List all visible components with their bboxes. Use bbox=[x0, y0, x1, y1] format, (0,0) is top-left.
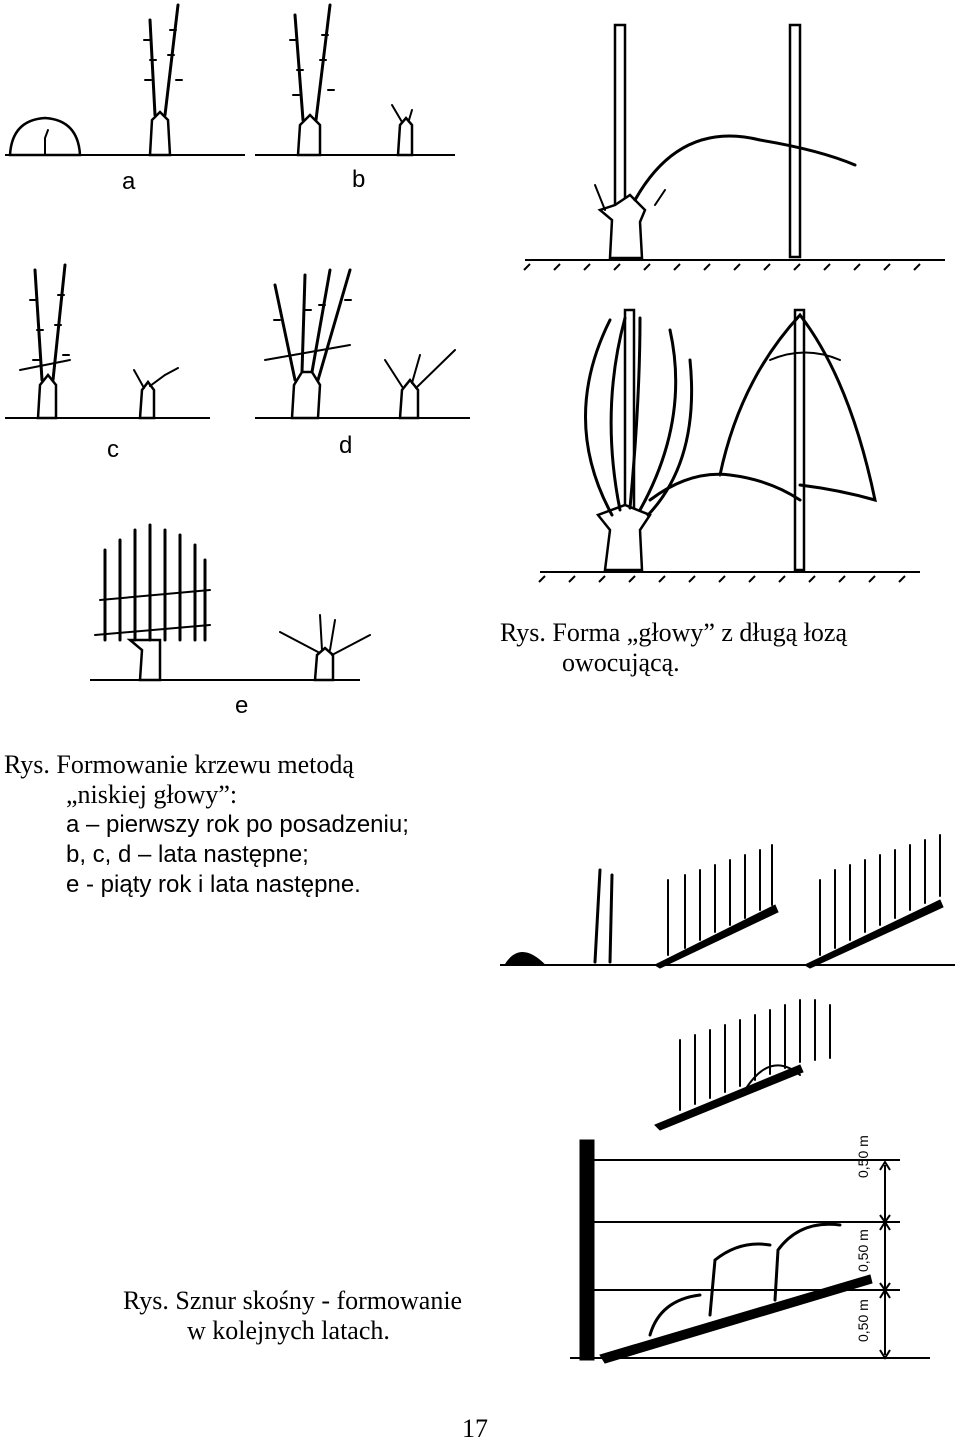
wire-spacing-label-top: 0,50 m bbox=[855, 1135, 871, 1178]
cordon-trellis-drawing bbox=[570, 1139, 930, 1364]
wire-spacing-label-bottom: 0,50 m bbox=[855, 1299, 871, 1342]
page-number: 17 bbox=[462, 1414, 488, 1443]
figure-letter-b: b bbox=[352, 166, 366, 193]
caption-head-form-line1: Rys. Forma „głowy” z długą łozą bbox=[500, 618, 847, 647]
head-form-bottom-drawing bbox=[538, 308, 920, 583]
caption-low-head-line3: a – pierwszy rok po posadzeniu; bbox=[66, 811, 409, 838]
caption-low-head-line2: „niskiej głowy”: bbox=[66, 780, 238, 809]
head-form-top-drawing bbox=[523, 23, 945, 271]
figure-e-drawing bbox=[90, 523, 371, 682]
caption-low-head: Rys. Formowanie krzewu metodą „niskiej g… bbox=[4, 750, 409, 900]
figure-b-drawing bbox=[255, 3, 455, 157]
caption-low-head-line4: b, c, d – lata następne; bbox=[66, 841, 309, 868]
caption-head-form-line2: owocującą. bbox=[562, 648, 680, 677]
figure-letter-d: d bbox=[339, 432, 353, 459]
wire-spacing-label-middle: 0,50 m bbox=[855, 1229, 871, 1272]
figure-c-drawing bbox=[5, 263, 210, 420]
caption-cordon: Rys. Sznur skośny - formowanie w kolejny… bbox=[123, 1286, 462, 1346]
caption-cordon-line1: Rys. Sznur skośny - formowanie bbox=[123, 1286, 463, 1315]
figure-a-drawing bbox=[5, 3, 245, 157]
caption-low-head-line5: e - piąty rok i lata następne. bbox=[66, 871, 361, 898]
caption-head-form: Rys. Forma „głowy” z długą łozą owocując… bbox=[500, 618, 847, 678]
figure-letter-a: a bbox=[122, 168, 136, 195]
figure-letter-e: e bbox=[235, 692, 249, 719]
caption-cordon-line2: w kolejnych latach. bbox=[187, 1316, 390, 1345]
caption-low-head-line1: Rys. Formowanie krzewu metodą bbox=[4, 750, 354, 779]
cordon-mature-drawing bbox=[654, 999, 831, 1131]
cordon-stages-drawing bbox=[500, 834, 955, 969]
figure-d-drawing bbox=[255, 268, 470, 420]
figure-letter-c: c bbox=[107, 436, 119, 463]
